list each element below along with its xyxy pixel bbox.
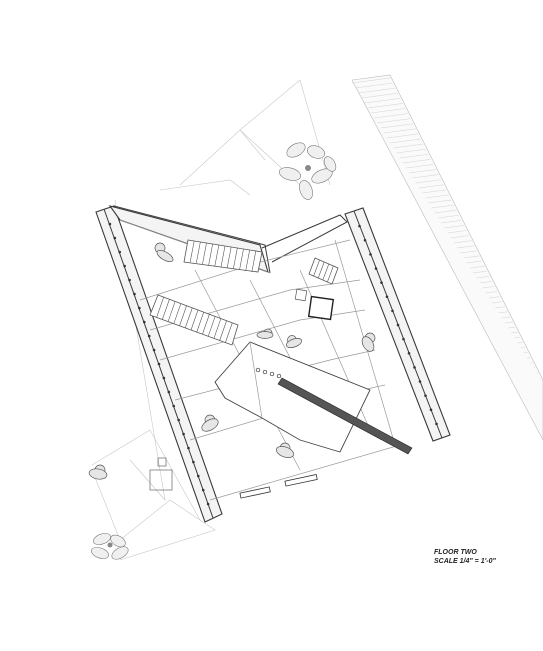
drawing-label: FLOOR TWO SCALE 1/4" = 1'-0" xyxy=(434,548,496,566)
drawing-title: FLOOR TWO xyxy=(434,549,477,556)
plant-bottom xyxy=(91,533,129,560)
drawing-scale: SCALE 1/4" = 1'-0" xyxy=(434,558,496,565)
floor-openings xyxy=(239,474,318,499)
middle-stair xyxy=(149,294,239,346)
west-wall xyxy=(95,205,223,523)
east-wall xyxy=(344,207,451,442)
table-square xyxy=(294,288,335,321)
people xyxy=(88,242,376,480)
handrail xyxy=(277,377,413,455)
upper-stair xyxy=(183,239,263,273)
central-platform xyxy=(214,341,371,453)
brick-wall xyxy=(351,74,543,441)
plant-top xyxy=(278,142,337,200)
small-stair xyxy=(308,257,339,285)
outdoor-table xyxy=(149,457,173,491)
